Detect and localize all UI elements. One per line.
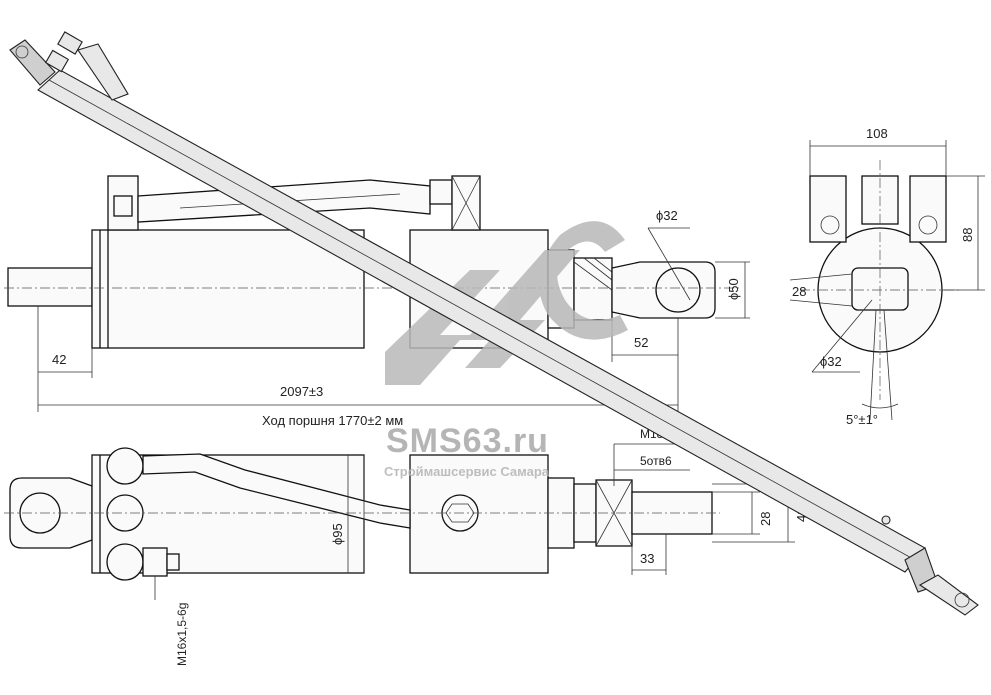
bottom-view: ϕ95 28 42 33 M18x1,5-6H 5отв6 M16x1,5-6g — [4, 427, 809, 666]
dim-52: 52 — [634, 335, 648, 350]
watermark-logo-mark — [385, 250, 580, 385]
iso-pipe-bend — [77, 43, 129, 101]
barrel-left — [91, 229, 365, 349]
dim-2097: 2097±3 — [280, 384, 323, 399]
dim-88: 88 — [960, 228, 975, 242]
dim-thread-port: M16x1,5-6g — [175, 603, 189, 666]
dim-phi32-side: ϕ32 — [820, 354, 842, 369]
watermark-site: SMS63.ru — [386, 422, 549, 460]
dim-phi32-top: ϕ32 — [656, 208, 678, 223]
end-fitting-right — [909, 175, 947, 243]
dim-phi95: ϕ95 — [330, 523, 345, 545]
watermark-company: Строймашсервис Самара — [384, 464, 550, 479]
fitting-top-mid — [429, 179, 453, 205]
iso-fitting-2 — [44, 49, 70, 73]
dim-108: 108 — [866, 126, 888, 141]
watermark: SMS63.ru Строймашсервис Самара — [384, 221, 628, 479]
dim-holes: 5отв6 — [640, 454, 672, 468]
isometric-cylinder — [9, 31, 979, 616]
dim-42-top: 42 — [52, 352, 66, 367]
iso-front-eye — [954, 592, 970, 608]
port-fitting — [142, 547, 168, 577]
dim-28-bottom: 28 — [758, 512, 773, 526]
dim-stroke: Ход поршня 1770±2 мм — [262, 413, 403, 428]
end-view: 108 88 28 ϕ32 5°±1° — [789, 126, 985, 427]
dim-28-side: 28 — [792, 284, 806, 299]
iso-rear-eye — [9, 39, 56, 86]
dim-5deg: 5°±1° — [846, 412, 878, 427]
watermark-logo-curve — [538, 221, 628, 340]
eye-end-top — [611, 261, 716, 319]
barrel-bottom-right — [409, 454, 549, 574]
dim-33: 33 — [640, 551, 654, 566]
pipe-bottom — [142, 453, 411, 529]
iso-front-rod — [918, 574, 979, 616]
end-fitting-left — [809, 175, 847, 243]
bolt-3 — [106, 543, 144, 581]
dim-phi50: ϕ50 — [726, 278, 741, 300]
bolt-1 — [106, 447, 144, 485]
rod-end-left — [7, 267, 93, 307]
iso-fitting-1 — [57, 31, 83, 55]
eye-hole-top — [655, 267, 701, 313]
